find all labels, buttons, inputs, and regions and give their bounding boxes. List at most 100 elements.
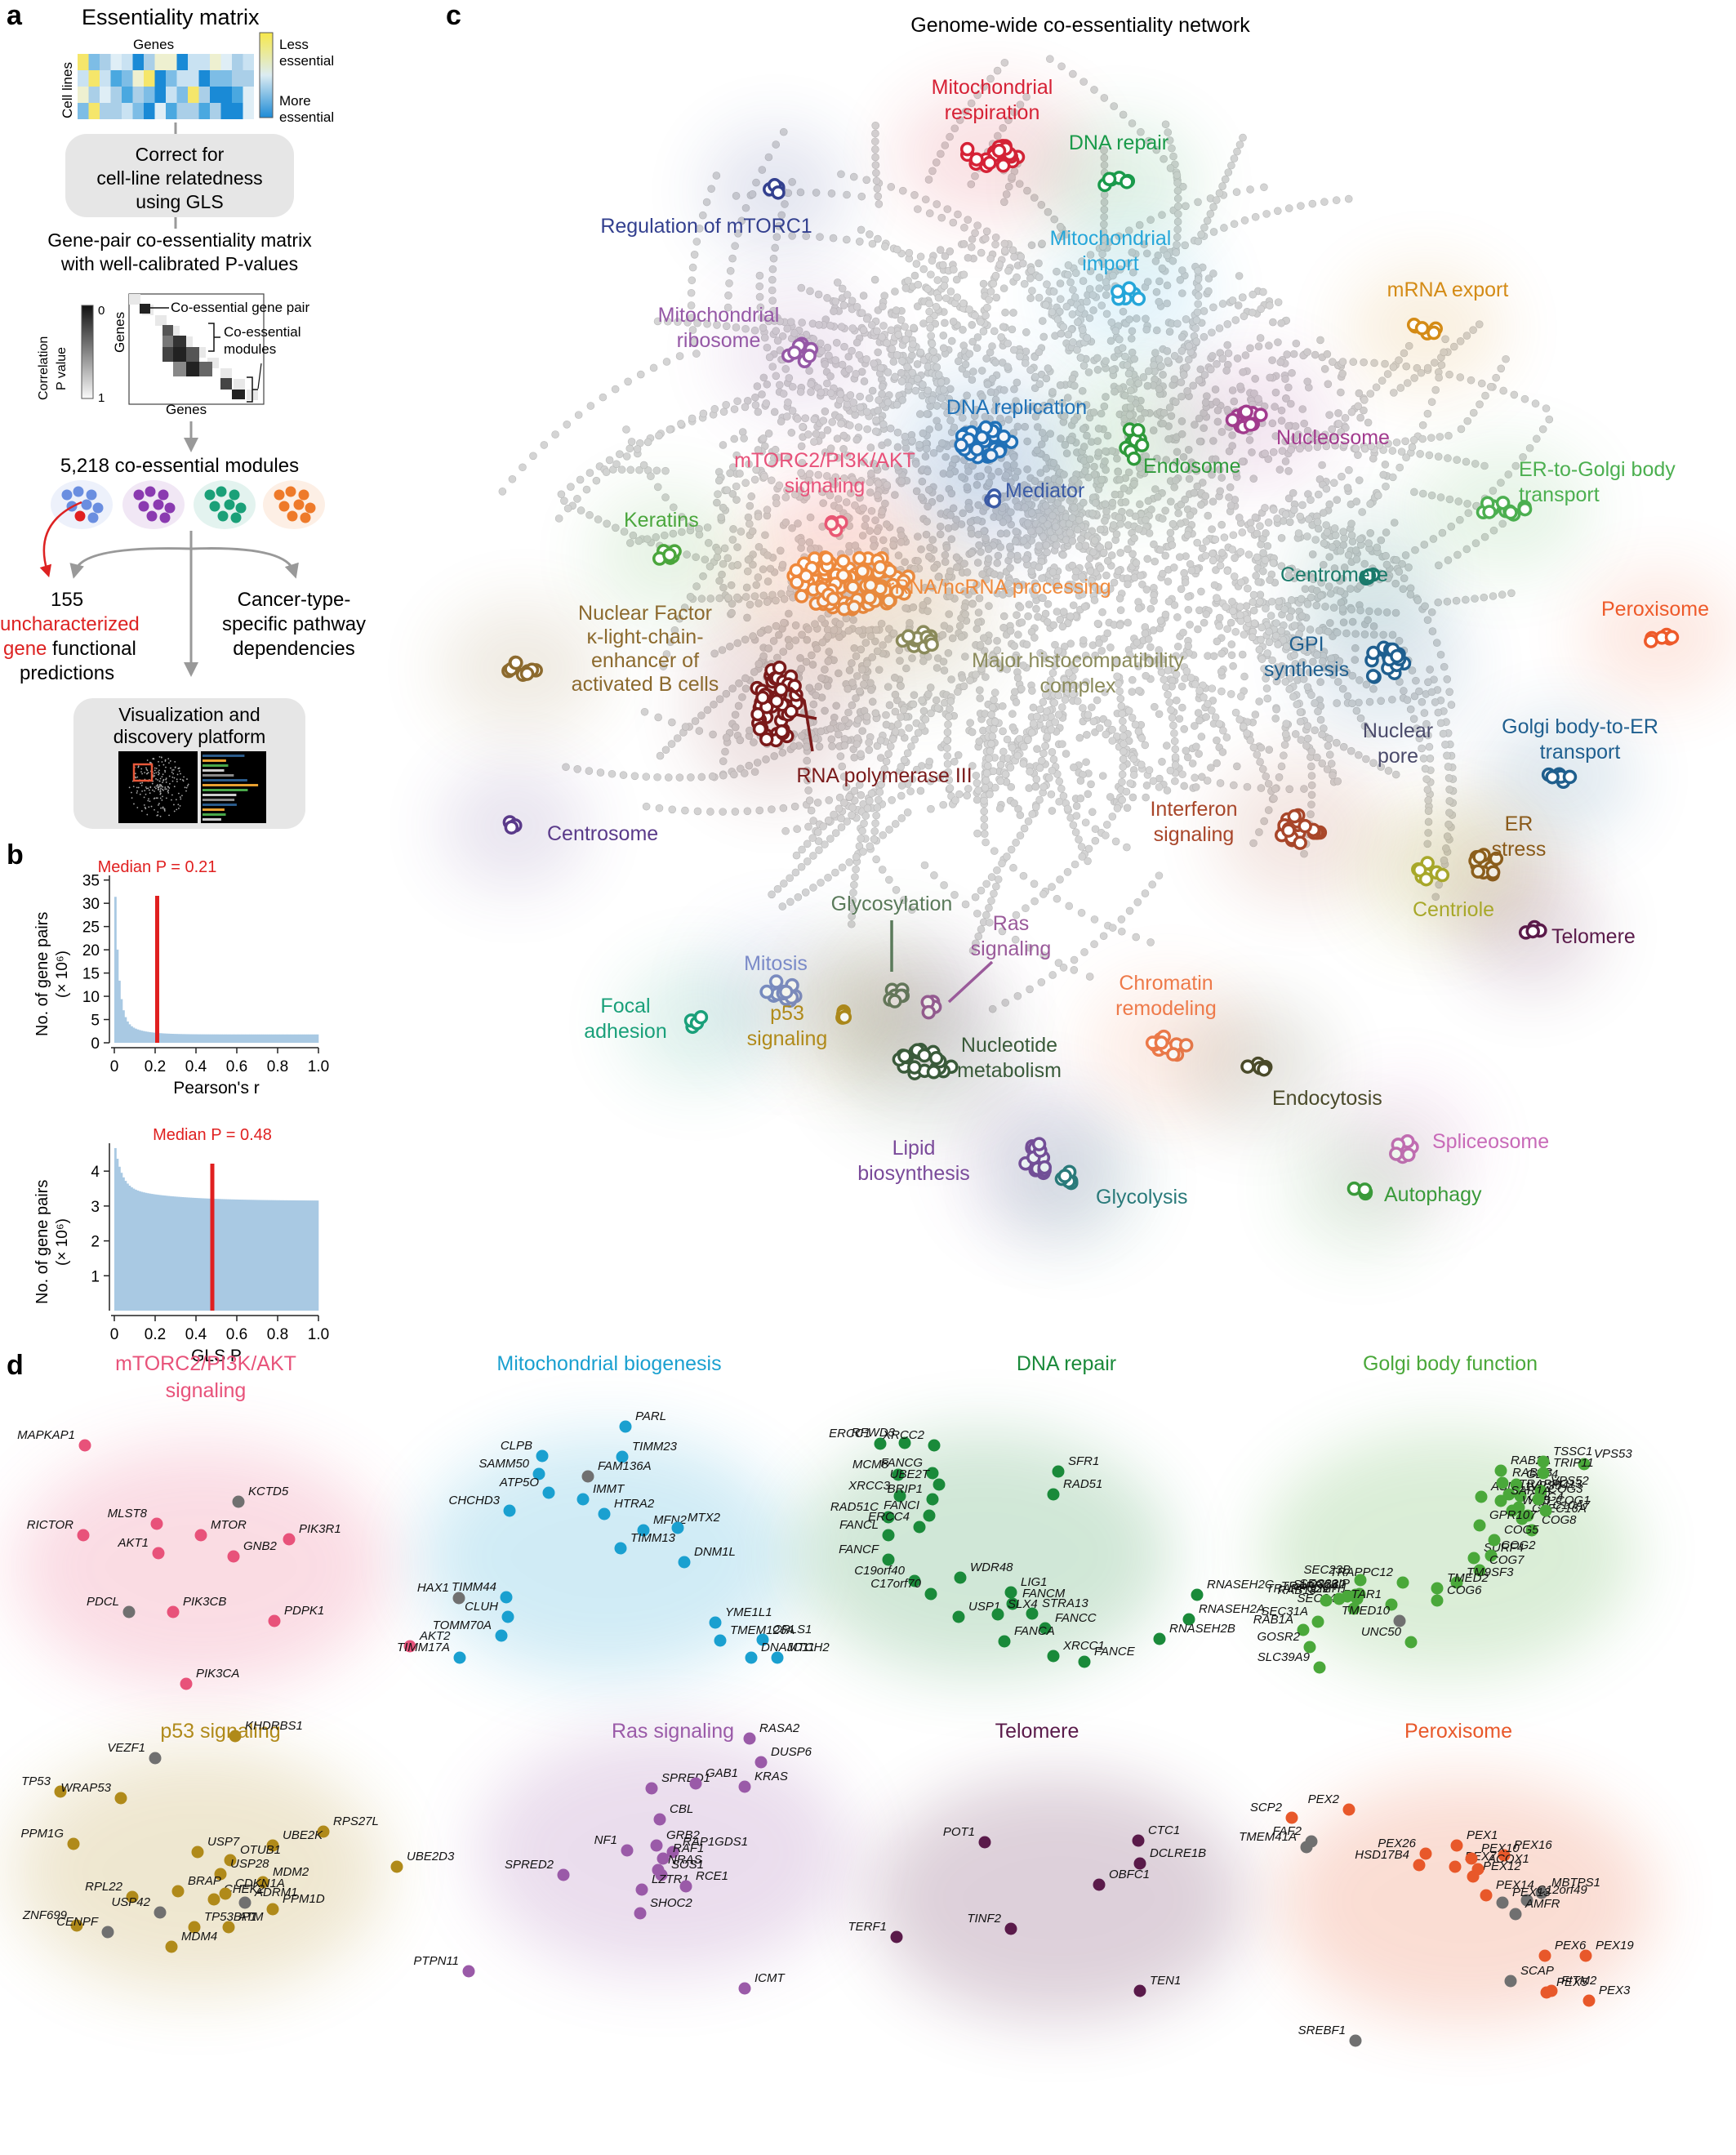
thumb-dot <box>159 777 162 780</box>
network-node <box>1048 568 1057 577</box>
hist-bar <box>247 1034 250 1043</box>
thumb-dot <box>161 788 163 790</box>
network-node <box>1542 404 1551 412</box>
network-node <box>1390 389 1398 397</box>
network-node <box>1209 352 1217 360</box>
thumb-dot <box>140 782 141 785</box>
hist-bar <box>212 1034 215 1043</box>
thumb-dot <box>141 773 143 775</box>
network-node <box>1236 548 1245 556</box>
thumb-dot <box>158 769 160 772</box>
network-node <box>1066 612 1075 621</box>
network-node <box>999 623 1008 632</box>
network-node <box>1333 496 1342 504</box>
network-node <box>724 292 732 300</box>
network-node <box>1102 821 1111 829</box>
network-node <box>884 368 892 376</box>
network-node <box>1248 308 1257 317</box>
network-node <box>878 866 887 874</box>
thumb-dot <box>162 781 163 784</box>
network-node <box>1155 783 1164 791</box>
y-axis-unit: (× 10⁶) <box>54 1218 71 1266</box>
thumb-dot <box>140 771 142 773</box>
network-node <box>1226 501 1235 510</box>
network-node <box>1203 777 1212 785</box>
network-node <box>540 441 549 449</box>
network-node <box>1132 559 1141 568</box>
heatmap-cell <box>198 70 210 87</box>
y-axis-label: No. of gene pairs <box>33 912 51 1036</box>
network-node <box>1545 415 1554 424</box>
heatmap-cell <box>220 103 232 119</box>
hist-bar <box>298 1200 300 1311</box>
network-node <box>947 336 956 345</box>
hist-bar <box>143 1192 145 1311</box>
thumb-bar <box>203 764 229 767</box>
network-node <box>1093 354 1102 363</box>
network-node <box>1253 553 1262 562</box>
panel-c-label: c <box>446 0 461 31</box>
network-node <box>872 416 880 425</box>
network-node <box>999 701 1007 710</box>
module-icon-dot <box>229 489 240 501</box>
network-node <box>1026 366 1035 374</box>
network-node <box>1073 345 1081 354</box>
network-node <box>908 351 916 360</box>
network-node <box>1199 544 1207 553</box>
network-node <box>688 263 697 272</box>
gls-line1: Correct for <box>136 144 225 165</box>
network-node <box>1225 493 1233 501</box>
thumb-dot <box>174 766 176 768</box>
hist-bar <box>229 1034 231 1043</box>
network-node <box>1044 364 1053 372</box>
network-node <box>1202 610 1211 618</box>
hist-bar <box>204 1198 207 1311</box>
network-node <box>1042 541 1051 550</box>
correlation-label: Correlation <box>37 336 51 400</box>
network-node <box>1259 287 1267 296</box>
network-node <box>910 323 918 332</box>
network-node <box>1017 618 1026 626</box>
network-node <box>1093 619 1102 628</box>
network-node <box>849 172 858 181</box>
network-node <box>894 331 903 339</box>
hist-bar <box>165 1195 168 1311</box>
module-icon-dot <box>146 510 158 522</box>
network-node <box>1006 626 1015 635</box>
thumb-dot <box>162 789 164 791</box>
heatmap-cell <box>166 70 177 87</box>
module-icon-dot <box>86 489 97 501</box>
network-node <box>1000 239 1009 248</box>
network-node <box>813 799 822 807</box>
network-node <box>1235 715 1244 724</box>
network-node <box>1268 597 1276 606</box>
network-node <box>861 812 870 820</box>
network-node <box>1081 541 1090 550</box>
network-node <box>781 826 790 835</box>
heatmap-cell <box>100 54 111 70</box>
network-node <box>1499 386 1507 395</box>
thumb-dot <box>185 790 187 792</box>
network-node <box>1246 344 1254 353</box>
network-node <box>1035 348 1044 357</box>
network-node <box>804 822 812 831</box>
thumb-dot <box>163 808 166 810</box>
network-node <box>1227 651 1236 660</box>
network-node <box>1179 628 1187 637</box>
network-node <box>872 169 880 177</box>
hist-bar <box>269 1034 272 1043</box>
network-node <box>971 229 979 238</box>
network-node <box>1178 770 1186 779</box>
network-node <box>1142 793 1150 802</box>
hist-bar <box>304 1034 307 1043</box>
hist-bar <box>139 1191 141 1311</box>
thumb-dot <box>165 766 167 768</box>
network-node <box>1177 682 1186 691</box>
network-node <box>1087 780 1095 789</box>
network-node <box>1027 728 1036 737</box>
thumb-bar <box>203 808 225 811</box>
network-node <box>857 835 865 843</box>
network-node <box>1498 590 1507 599</box>
network-node <box>1043 618 1052 626</box>
module-icon-dot <box>145 486 156 497</box>
